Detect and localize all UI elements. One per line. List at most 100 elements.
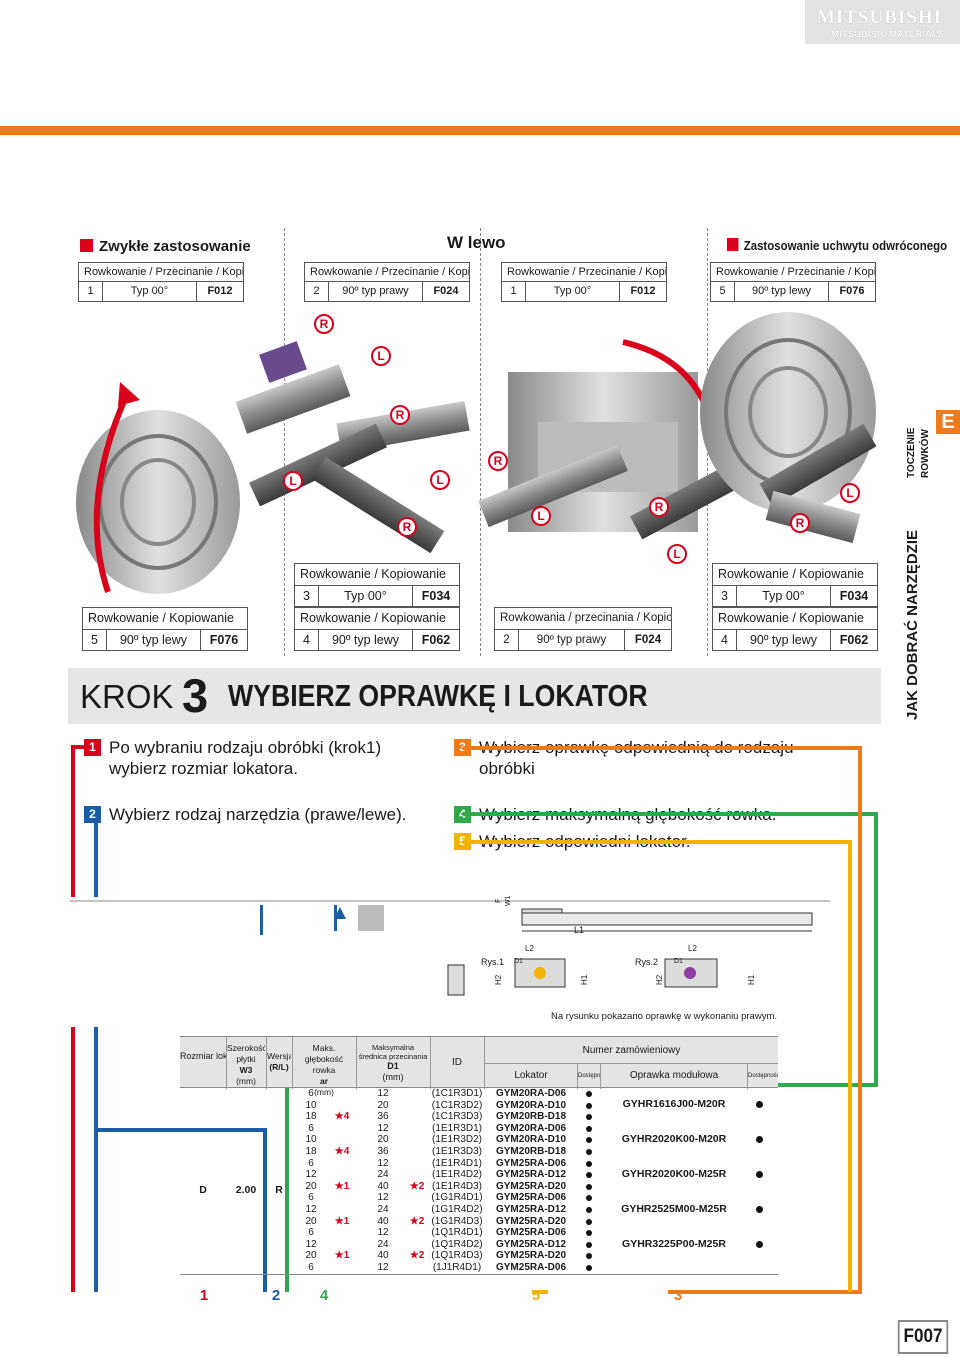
availability-dot [586,1125,592,1132]
cell-ar-star [329,1192,355,1204]
dim-f: F [495,898,502,903]
availability-dot [586,1172,592,1179]
page-number: F007 [897,1320,949,1354]
cell-ar: 12 [305,1169,317,1181]
dim-l2-rys1: L2 [525,944,534,953]
cell-id: (1E1R3D3) [431,1146,483,1157]
cell-ar: 20 [305,1250,317,1262]
cell-version: R [275,1184,283,1196]
cell-d1-star: ★2 [409,1180,425,1192]
cell-id: (1G1R4D3) [431,1215,483,1227]
cell-ar-star [329,1227,355,1239]
header-numer: Numer zamówieniowy [582,1045,681,1056]
side-section-label: TOCZENIE ROWKÓW [906,427,931,478]
info-box-top-2: Rowkowanie / Przecinanie / Kopiowanie 29… [304,262,470,302]
dim-d1-rys2: D1 [674,958,683,965]
cell-d1: 40 [377,1250,389,1262]
holder-8 [765,490,861,544]
step-1-text: Po wybraniu rodzaju obróbki (krok1) wybi… [109,738,382,778]
red-square-icon [80,239,93,252]
cell-lok: GYM20RA-D06 [495,1088,567,1099]
divider-1 [284,228,285,656]
holder-4 [311,456,445,554]
cell-lok: GYM25RA-D06 [495,1157,567,1169]
cell-d1: 24 [377,1204,389,1215]
cell-lok: GYM25RA-D12 [495,1204,567,1215]
cell-id: (1Q1R4D3) [431,1250,483,1262]
availability-dot [586,1183,592,1190]
cell-d1-star [405,1134,429,1146]
cell-d1: 12 [377,1227,389,1239]
cell-ar: 6 [308,1192,314,1204]
cell-id: (1E1R4D3) [431,1180,483,1192]
availability-dot [586,1160,592,1167]
holder-cell-4: GYHR2525M00-M25R [621,1203,727,1215]
cell-ar: 20 [305,1215,317,1227]
step-title: WYBIERZ OPRAWKĘ I LOKATOR [228,678,648,713]
cell-ar-star: ★1 [334,1180,350,1192]
cell-d1: 12 [377,1262,389,1273]
cell-id: (1G1R4D2) [431,1204,483,1215]
header-wersja: Wersja (R/L) [267,1051,291,1072]
cell-d1-star [405,1088,429,1100]
bottom-label-2: 2 [271,1287,281,1304]
cell-d1: 36 [377,1146,389,1157]
holder-drawing [70,897,830,1027]
availability-dot [586,1137,592,1144]
cell-ar: 6 [308,1157,314,1169]
header-id: ID [452,1057,462,1068]
cell-id: (1E1R4D2) [431,1169,483,1181]
bottom-label-1: 1 [199,1287,209,1304]
cell-ar-star: ★4 [334,1146,350,1157]
cell-d1: 12 [377,1122,389,1134]
holder-availability-dot [756,1101,763,1108]
availability-dot [586,1091,592,1097]
dim-l2-rys2: L2 [688,944,697,953]
cell-ar-star [329,1262,355,1274]
cell-id: (1C1R3D3) [431,1111,483,1123]
cell-id: (1G1R4D1) [431,1192,483,1204]
info-box-bottom-4: Rowkowania / przecinania / Kopiowanie 29… [494,607,672,651]
hand-label-l: L [430,470,450,490]
holder-cell-1: GYHR1616J00-M20R [622,1098,726,1110]
cell-d1-star: ★2 [409,1215,425,1227]
cell-id: (1C1R3D2) [431,1099,483,1111]
cell-ar-star: ★1 [334,1215,350,1227]
holder-cell-2: GYHR2020K00-M20R [621,1133,727,1145]
cell-lok: GYM25RA-D06 [495,1192,567,1204]
cell-d1-star: ★2 [409,1250,425,1262]
dim-h2-rys1: H2 [494,974,503,985]
cell-ar-star [329,1123,355,1135]
cell-id: (1E1R3D2) [431,1134,483,1146]
step-badge-5: 5 [454,833,471,850]
hand-label-r: R [314,314,334,334]
header-oprawka: Oprawka modułowa [629,1070,719,1081]
cell-d1-star [405,1262,429,1274]
holder-cell-3: GYHR2020K00-M25R [621,1168,727,1180]
connector-orange [858,748,862,1292]
cell-d1: 20 [377,1134,389,1146]
holder-7 [759,423,877,507]
cell-size: D [199,1184,207,1196]
cell-ar-star [329,1239,355,1251]
cell-id: (1J1R4D1) [432,1262,482,1273]
dim-h2-rys2: H2 [655,974,664,985]
availability-dot [586,1102,592,1109]
section-title-reverse: Zastosowanie uchwytu odwróconego [727,238,947,253]
availability-dot [586,1114,592,1121]
availability-dot [586,1241,592,1248]
cell-lok: GYM20RA-D06 [495,1122,567,1134]
hand-label-l: L [531,506,551,526]
